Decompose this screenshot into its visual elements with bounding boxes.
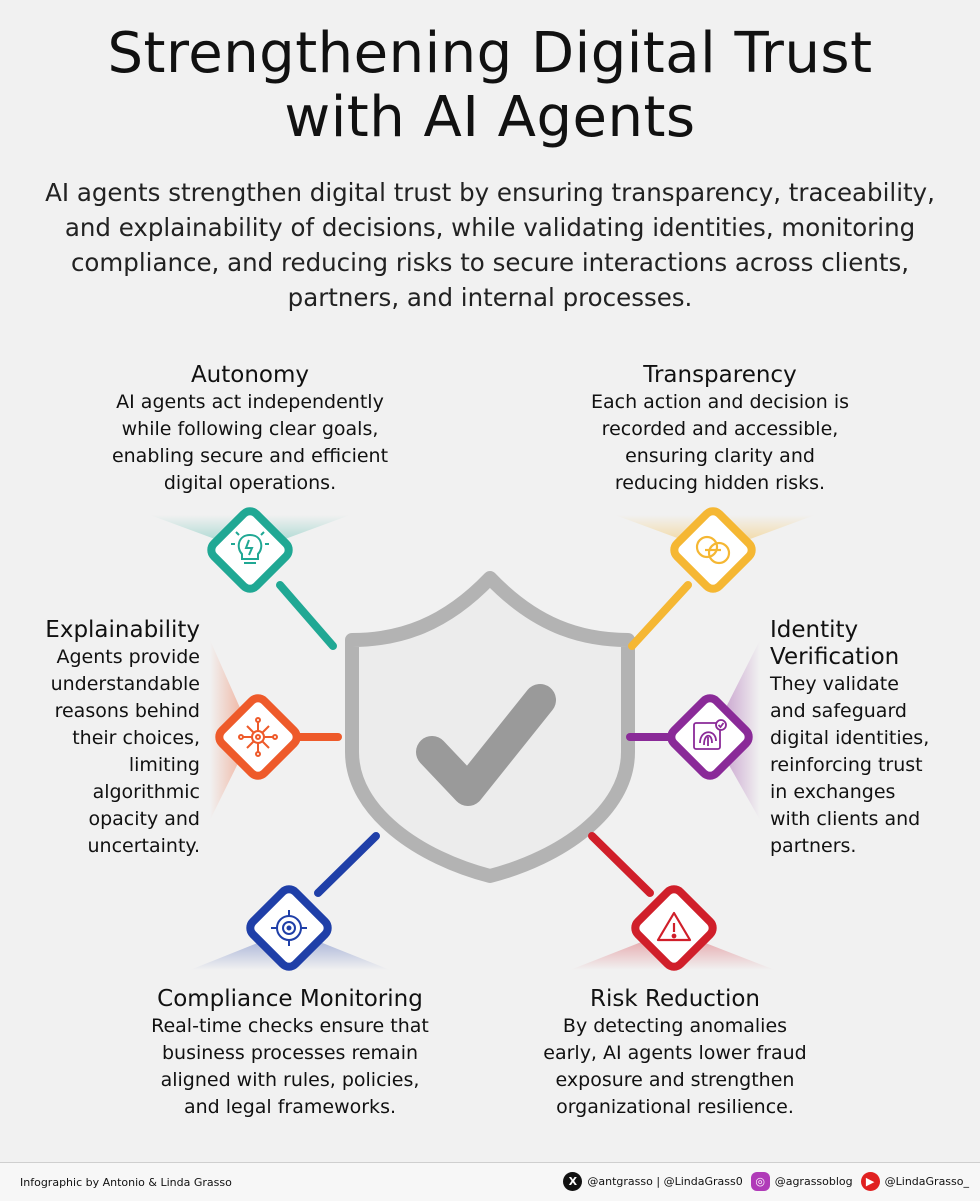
risk-title: Risk Reduction [590,986,760,1012]
youtube-icon[interactable]: ▶ [860,1172,880,1191]
transparency-diamond [670,507,756,593]
explainability-diamond [215,694,301,780]
transparency-title: Transparency [643,362,797,388]
explainability-block: Explainability Agents provide understand… [10,617,200,860]
compliance-text: Real-time checks ensure that business pr… [151,1015,429,1118]
warning-icon [656,911,692,942]
target-icon [271,910,307,946]
network-gear-icon [238,717,278,757]
overlapping-circles-icon [695,535,731,565]
checkmark-icon [416,684,556,806]
shield-icon [345,571,635,883]
identity-title: Identity Verification [770,617,900,670]
social-links: X @antgrasso | @LindaGrass0 ◎ @agrassobl… [563,1172,972,1191]
lightbulb-icon [231,531,269,564]
x-handle[interactable]: @antgrasso | @LindaGrass0 [587,1175,743,1188]
credit-text: Infographic by Antonio & Linda Grasso [20,1176,232,1189]
risk-text: By detecting anomalies early, AI agents … [543,1015,807,1118]
autonomy-connector [276,581,337,650]
identity-block: Identity Verification They validate and … [770,617,970,860]
autonomy-diamond [207,507,293,593]
risk-diamond [631,885,717,971]
compliance-block: Compliance Monitoring Real-time checks e… [110,986,470,1121]
compliance-diamond [246,885,332,971]
transparency-block: Transparency Each action and decision is… [560,362,880,497]
explainability-text: Agents provide understandable reasons be… [50,646,200,857]
explainability-title: Explainability [45,617,200,643]
identity-text: They validate and safeguard digital iden… [770,673,930,857]
footer: Infographic by Antonio & Linda Grasso X … [0,1162,980,1201]
identity-diamond [667,694,753,780]
autonomy-block: Autonomy AI agents act independently whi… [90,362,410,497]
instagram-icon[interactable]: ◎ [750,1172,770,1191]
youtube-handle[interactable]: @LindaGrasso_ [884,1175,969,1188]
autonomy-title: Autonomy [190,362,310,388]
page-title: Strengthening Digital Trust with AI Agen… [0,22,980,150]
trust-diagram [150,507,815,971]
compliance-connector [314,832,380,897]
instagram-handle[interactable]: @agrassoblog [774,1175,853,1188]
fingerprint-icon [693,719,727,750]
subtitle: AI agents strengthen digital trust by en… [45,178,935,312]
title-line-1: Strengthening Digital Trust [107,21,873,86]
title-line-2: with AI Agents [284,85,696,150]
transparency-text: Each action and decision is recorded and… [590,391,850,494]
autonomy-text: AI agents act independently while follow… [111,391,389,494]
risk-block: Risk Reduction By detecting anomalies ea… [500,986,850,1121]
risk-connector [588,832,654,897]
compliance-title: Compliance Monitoring [157,986,423,1012]
transparency-connector [628,581,692,650]
x-icon[interactable]: X [563,1172,583,1191]
